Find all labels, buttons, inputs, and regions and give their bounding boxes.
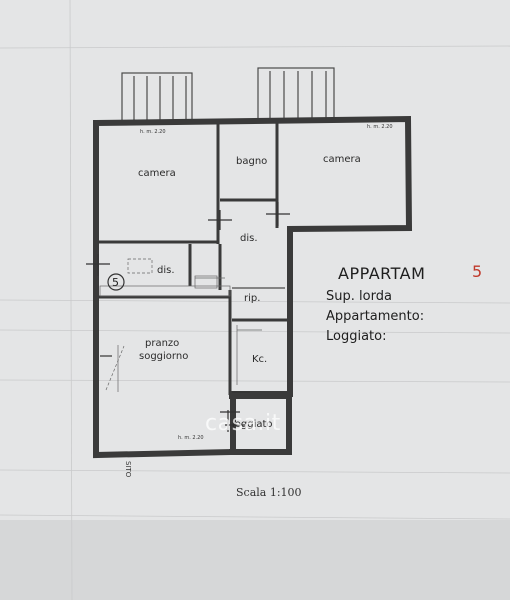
watermark-logo: casa.it — [205, 411, 281, 436]
title-number: 5 — [472, 262, 483, 281]
loggiato-wall — [229, 393, 292, 455]
room-label-dis-left: dis. — [157, 265, 175, 276]
paper-shadow — [0, 520, 510, 600]
room-label-rip: rip. — [244, 293, 260, 304]
room-label-loggiato: loggiato — [232, 419, 273, 430]
room-label-kc: Kc. — [252, 354, 267, 365]
title-line-sup-lorda: Sup. lorda — [326, 289, 392, 304]
unit-number-circle — [107, 273, 125, 291]
room-label-camera-left: camera — [138, 168, 176, 179]
room-label-camera-right: camera — [323, 154, 361, 165]
room-label-soggiorno: soggiorno — [139, 351, 188, 362]
room-label-pranzo: pranzo — [145, 338, 179, 349]
door-markers — [86, 202, 290, 432]
room-label-bagno: bagno — [236, 156, 267, 167]
interior-walls — [99, 122, 290, 395]
height-label-left: h. m. 2.20 — [140, 129, 166, 135]
title-heading: APPARTAM — [338, 264, 426, 283]
title-line-appartamento: Appartamento: — [326, 309, 425, 324]
title-line-loggiato: Loggiato: — [326, 329, 387, 344]
height-label-right: h. m. 2.20 — [367, 124, 393, 130]
unit-number: 5 — [112, 276, 119, 289]
room-label-dis-center: dis. — [240, 233, 258, 244]
interior-thin-lines — [99, 258, 285, 392]
scale-label: Scala 1:100 — [236, 486, 302, 499]
height-label-bottom: h. m. 2.20 — [178, 435, 204, 441]
side-label: SITO — [124, 461, 132, 478]
